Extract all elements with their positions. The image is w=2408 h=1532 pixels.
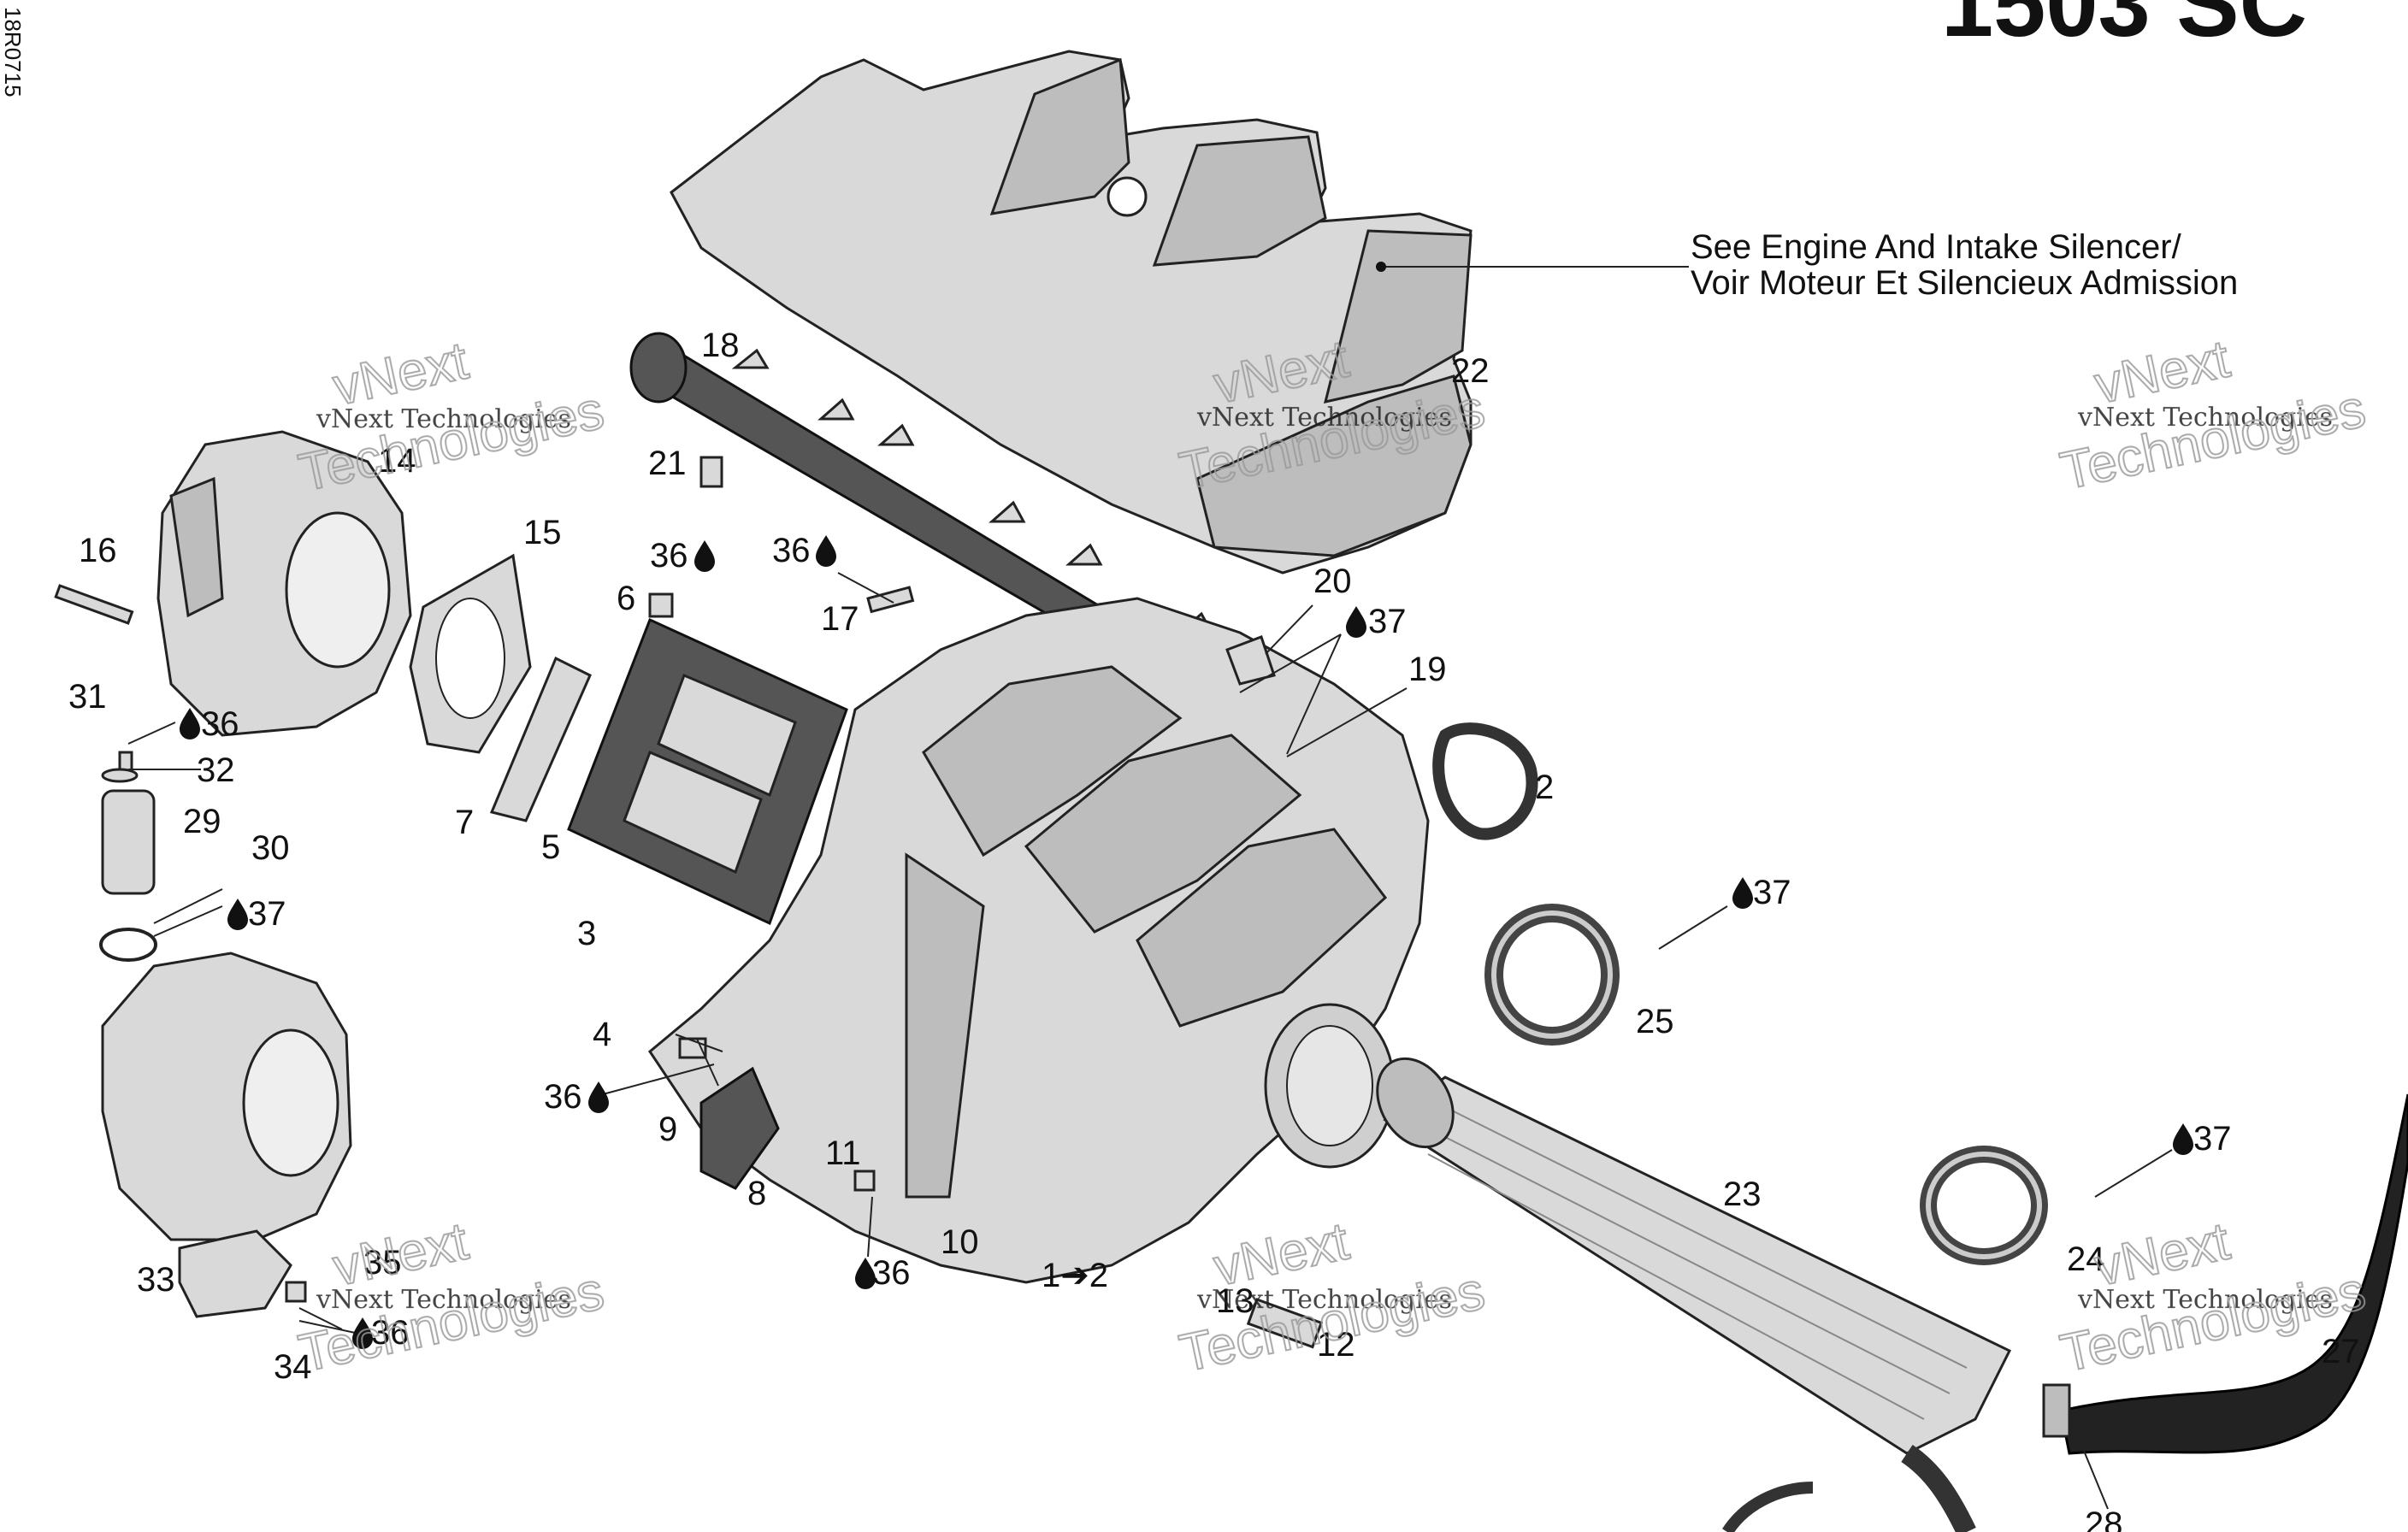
callout-36-f: 36	[371, 1314, 410, 1352]
tps-sensor-part	[178, 1229, 292, 1318]
callout-2: 2	[1535, 769, 1554, 806]
drop-icon	[180, 708, 200, 739]
callout-37-b: 37	[248, 895, 286, 933]
engine-cover-part	[670, 50, 1473, 574]
svg-text:vNext Technologies: vNext Technologies	[2077, 1285, 2333, 1315]
throttle-body-lower-part	[101, 952, 352, 1241]
drop-icon	[1732, 877, 1753, 909]
callout-32: 32	[197, 751, 235, 789]
callout-37-d: 37	[2193, 1120, 2232, 1158]
callout-15: 15	[523, 514, 562, 551]
callout-16: 16	[79, 532, 117, 569]
callout-10: 10	[941, 1223, 979, 1261]
bracket-part	[489, 656, 592, 822]
callout-4: 4	[593, 1016, 611, 1053]
callout-30: 30	[251, 829, 290, 867]
callout-19: 19	[1408, 651, 1447, 688]
callout-17: 17	[821, 600, 859, 638]
callout-13: 13	[1216, 1282, 1254, 1320]
svg-text:vNext Technologies: vNext Technologies	[316, 404, 571, 434]
callout-18: 18	[701, 327, 740, 364]
callout-31: 31	[68, 678, 107, 716]
callout-labels: 1➔2 2 3 4 5 6 7 8 9 10 11 12 13 14 15 16…	[68, 327, 2360, 1532]
callout-24: 24	[2067, 1240, 2105, 1278]
clamp-ring-24-part	[1920, 1146, 2048, 1265]
callout-7: 7	[455, 804, 474, 841]
drop-icon	[816, 535, 836, 567]
callout-28: 28	[2085, 1505, 2123, 1532]
drop-icon	[694, 540, 715, 572]
callout-21: 21	[648, 445, 687, 482]
callout-27: 27	[2322, 1333, 2360, 1370]
callout-34: 34	[274, 1348, 312, 1386]
callout-3: 3	[577, 915, 596, 952]
watermark-1: vNext vNext Technologies Technologies	[293, 330, 610, 504]
small-clamp-part	[2042, 1383, 2071, 1438]
callout-8: 8	[747, 1175, 766, 1212]
diagram-title: 1503 SC	[1941, 0, 2307, 56]
callout-14: 14	[378, 442, 416, 480]
hardware-parts	[54, 456, 1324, 1349]
drop-icon	[1346, 606, 1366, 638]
drop-icon	[227, 899, 248, 930]
oring-part	[1432, 722, 1538, 840]
callout-6: 6	[617, 580, 635, 617]
module-plate-part	[567, 617, 848, 926]
svg-text:vNext Technologies: vNext Technologies	[2077, 403, 2333, 433]
idle-valve-part	[99, 789, 157, 962]
note-line-1: See Engine And Intake Silencer/	[1691, 228, 2182, 266]
leader-lines	[127, 262, 2173, 1510]
callout-33: 33	[137, 1261, 175, 1299]
drop-icon	[2173, 1123, 2193, 1155]
callout-35: 35	[363, 1244, 402, 1282]
callout-5: 5	[541, 828, 560, 866]
watermark-4: vNext vNext Technologies Technologies	[293, 1211, 610, 1384]
callout-36-b: 36	[772, 532, 811, 569]
callout-37-a: 37	[1368, 603, 1407, 640]
svg-text:vNext Technologies: vNext Technologies	[1196, 403, 1452, 433]
callout-36-d: 36	[544, 1078, 582, 1116]
drawing-code: 18R0715	[0, 7, 26, 97]
watermark-3: vNext vNext Technologies Technologies	[2055, 328, 2371, 502]
reference-note: See Engine And Intake Silencer/ Voir Mot…	[1691, 228, 2238, 302]
drop-icon	[588, 1081, 609, 1113]
watermark-5: vNext vNext Technologies Technologies	[1174, 1211, 1490, 1384]
callout-25: 25	[1636, 1003, 1674, 1040]
svg-text:vNext Technologies: vNext Technologies	[316, 1285, 571, 1315]
intake-manifold-part	[648, 597, 1430, 1284]
callout-29: 29	[183, 803, 221, 840]
callout-36-a: 36	[650, 537, 688, 574]
intercooler-part	[1376, 1057, 2012, 1455]
callout-37-c: 37	[1753, 874, 1791, 911]
callout-22: 22	[1451, 352, 1490, 390]
callout-23: 23	[1723, 1176, 1762, 1213]
note-line-2: Voir Moteur Et Silencieux Admission	[1691, 264, 2238, 302]
callout-12: 12	[1317, 1326, 1355, 1364]
callout-20: 20	[1313, 563, 1352, 600]
callout-36-e: 36	[872, 1254, 911, 1292]
callout-1-2: 1➔2	[1042, 1257, 1108, 1294]
clamp-ring-part	[1484, 904, 1620, 1046]
callout-11: 11	[825, 1134, 861, 1172]
callout-9: 9	[658, 1111, 677, 1148]
svg-text:vNext Technologies: vNext Technologies	[1196, 1285, 1452, 1315]
throttle-body-upper-part	[156, 430, 412, 737]
callout-36-c: 36	[201, 705, 239, 743]
